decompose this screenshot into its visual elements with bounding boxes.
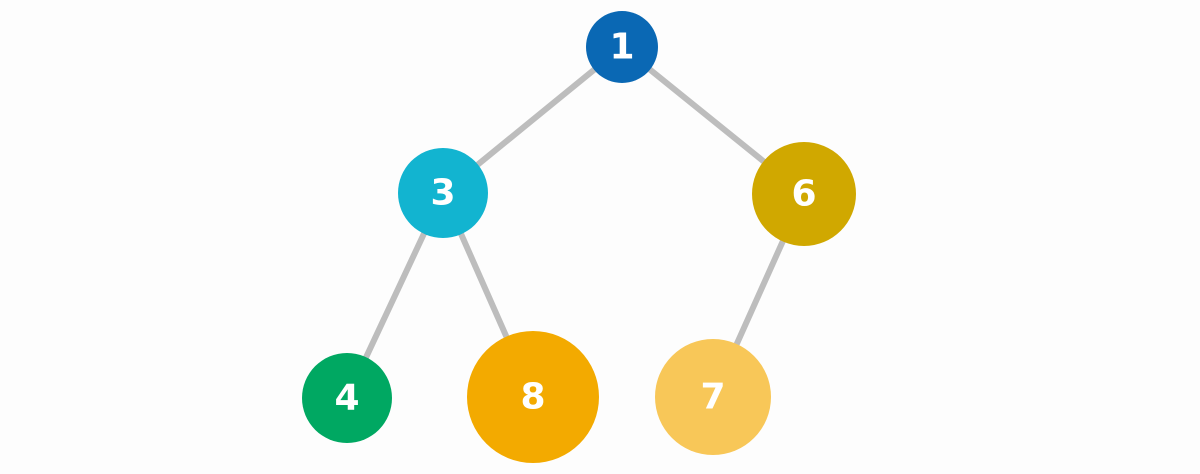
node-circle-1: [586, 11, 658, 83]
tree-node-4: 4: [302, 353, 392, 443]
tree-node-1: 1: [586, 11, 658, 83]
node-label-8: 8: [520, 377, 545, 418]
node-circle-6: [752, 142, 856, 246]
node-circle-3: [398, 148, 488, 238]
node-circle-8: [467, 331, 599, 463]
node-label-6: 6: [791, 174, 816, 215]
node-label-1: 1: [609, 27, 634, 68]
tree-node-7: 7: [655, 339, 771, 455]
tree-nodes: 1 3 6 4 8 7: [302, 11, 856, 463]
tree-node-6: 6: [752, 142, 856, 246]
node-circle-7: [655, 339, 771, 455]
tree-node-8: 8: [467, 331, 599, 463]
node-label-4: 4: [334, 378, 359, 419]
node-label-7: 7: [700, 377, 725, 418]
node-circle-4: [302, 353, 392, 443]
tree-node-3: 3: [398, 148, 488, 238]
node-label-3: 3: [430, 173, 455, 214]
